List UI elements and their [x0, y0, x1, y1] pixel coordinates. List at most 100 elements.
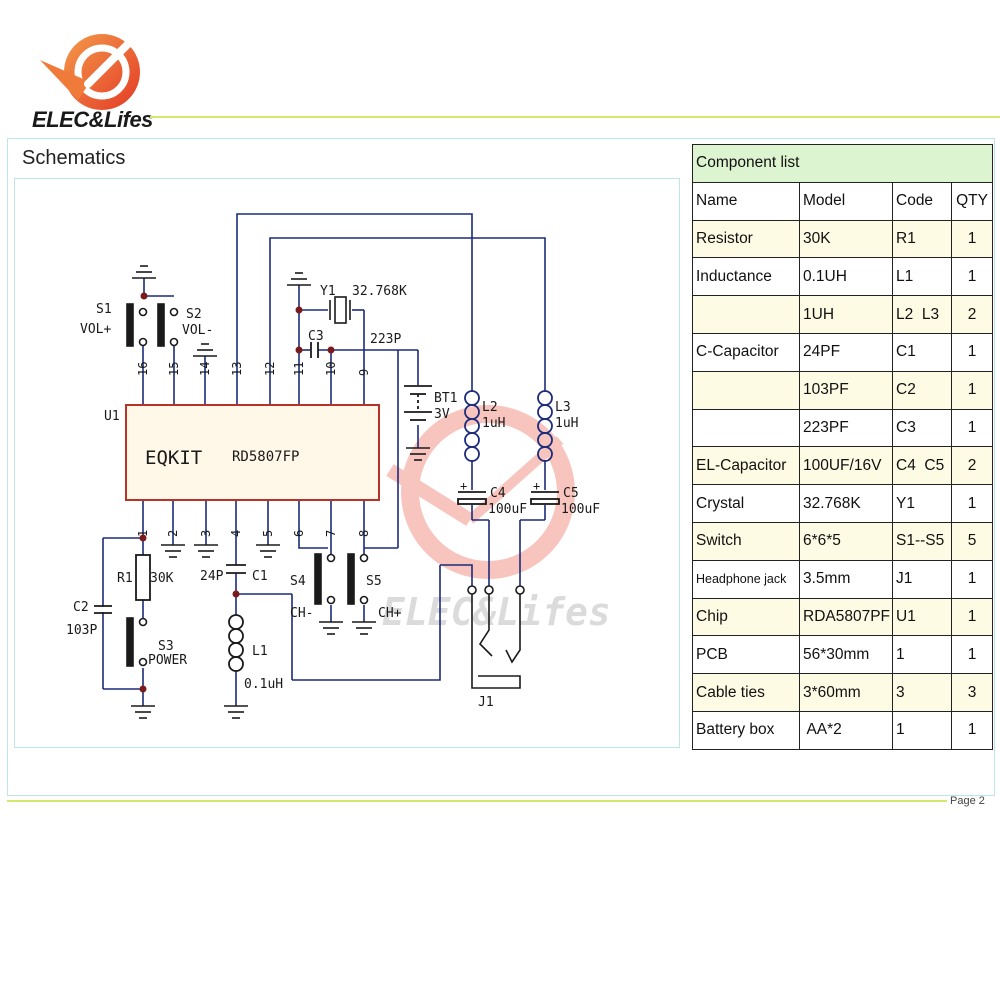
pin-number: 8 [357, 530, 371, 537]
chip-part: RD5807FP [232, 449, 299, 465]
label-s1: S1 [96, 302, 112, 317]
label-l2: L2 [482, 400, 498, 415]
cell-code: Y1 [892, 484, 952, 523]
header-code: Code [892, 181, 952, 221]
label-c2: C2 [73, 600, 89, 615]
switch-s2 [157, 303, 179, 347]
cell-qty: 5 [951, 521, 993, 561]
cell-qty: 1 [951, 710, 993, 750]
bottom-rule [7, 800, 947, 802]
label-l3: L3 [555, 400, 571, 415]
ground-symbol [161, 544, 185, 558]
cell-model: 24PF [799, 332, 893, 372]
cell-model: 3*60mm [799, 673, 893, 712]
ground-symbols [131, 265, 430, 719]
cell-qty: 1 [951, 219, 993, 259]
pin-number: 10 [324, 362, 338, 376]
pin-number: 12 [263, 362, 277, 376]
cell-model: 100UF/16V [799, 446, 893, 486]
cell-code: S1--S5 [892, 521, 952, 561]
table-row: Cable ties 3*60mm 3 3 [692, 673, 993, 712]
cell-qty: 2 [951, 446, 993, 486]
table-row: Resistor 30K R1 1 [692, 219, 993, 259]
label-power: POWER [148, 653, 187, 668]
watermark-text: ELEC&Lifes [382, 590, 611, 634]
cell-qty: 1 [951, 484, 993, 523]
label-y1: Y1 [320, 284, 336, 299]
label-c5: C5 [563, 486, 579, 501]
cell-name: Inductance [692, 257, 800, 297]
cell-qty: 3 [951, 673, 993, 712]
label-l2-value: 1uH [482, 416, 505, 431]
label-s5: S5 [366, 574, 382, 589]
svg-text:+: + [533, 479, 540, 493]
pin-number: 3 [199, 530, 213, 537]
cell-model: 3.5mm [799, 559, 893, 599]
switch-s3 [126, 617, 148, 667]
cell-model: 56*30mm [799, 635, 893, 675]
cell-code: J1 [892, 559, 952, 599]
battery-bt1 [404, 385, 432, 421]
label-c1: C1 [252, 569, 268, 584]
cell-qty: 1 [951, 408, 993, 448]
schematic-frame [14, 178, 680, 748]
page-frame [7, 138, 995, 796]
schematic-diagram: ELEC&Lifes [66, 213, 611, 719]
pin-number: 5 [261, 530, 275, 537]
label-r1: R1 [117, 571, 133, 586]
label-vol-plus: VOL+ [80, 322, 111, 337]
cell-name: EL-Capacitor [692, 446, 800, 486]
ground-symbol [132, 265, 156, 279]
cell-name: C-Capacitor [692, 332, 800, 372]
label-c4: C4 [490, 486, 506, 501]
cell-model: AA*2 [799, 710, 893, 750]
ground-symbol [194, 544, 218, 558]
cell-name: Switch [692, 521, 800, 561]
cell-name [692, 295, 800, 334]
svg-text:+: + [460, 479, 467, 493]
ground-symbol [352, 621, 376, 635]
cell-name: Crystal [692, 484, 800, 523]
cell-code: C3 [892, 408, 952, 448]
ground-symbol [406, 447, 430, 461]
table-row: Crystal 32.768K Y1 1 [692, 484, 993, 523]
crystal-y1 [329, 296, 351, 324]
label-c3: C3 [308, 329, 324, 344]
ground-symbol [319, 621, 343, 635]
brand-name: ELEC&Lifes [32, 107, 153, 132]
label-l1: L1 [252, 644, 268, 659]
pin-number: 2 [166, 530, 180, 537]
watermark: ELEC&Lifes [382, 405, 611, 634]
label-c1-value: 24P [200, 569, 224, 584]
label-s3: S3 [158, 639, 174, 654]
chip-name: EQKIT [145, 447, 202, 469]
label-c5-value: 100uF [561, 502, 600, 517]
label-l3-value: 1uH [555, 416, 578, 431]
table-row: 223PF C3 1 [692, 408, 993, 448]
label-l1-value: 0.1uH [244, 677, 283, 692]
ground-symbol [224, 705, 248, 719]
headphone-jack-j1 [467, 585, 525, 689]
table-title-row: Component list [692, 144, 993, 183]
cell-code: 1 [892, 710, 952, 750]
cell-model: 0.1UH [799, 257, 893, 297]
capacitors-c4-c5 [457, 491, 560, 505]
pin-number: 7 [324, 530, 338, 537]
cell-code: 1 [892, 635, 952, 675]
pin-number: 4 [229, 530, 243, 537]
chip-ref: U1 [104, 409, 120, 424]
capacitor-c1 [226, 564, 246, 574]
label-c4-value: 100uF [488, 502, 527, 517]
header-name: Name [692, 181, 800, 221]
cell-model: 6*6*5 [799, 521, 893, 561]
cell-code: C1 [892, 332, 952, 372]
cell-qty: 1 [951, 597, 993, 637]
table-row: Switch 6*6*5 S1--S5 5 [692, 521, 993, 561]
cell-name: PCB [692, 635, 800, 675]
table-row: PCB 56*30mm 1 1 [692, 635, 993, 675]
cell-code: L2 L3 [892, 295, 952, 334]
ground-symbol [287, 272, 311, 286]
cell-code: R1 [892, 219, 952, 259]
capacitor-c2 [94, 605, 112, 614]
top-rule [150, 116, 1000, 118]
